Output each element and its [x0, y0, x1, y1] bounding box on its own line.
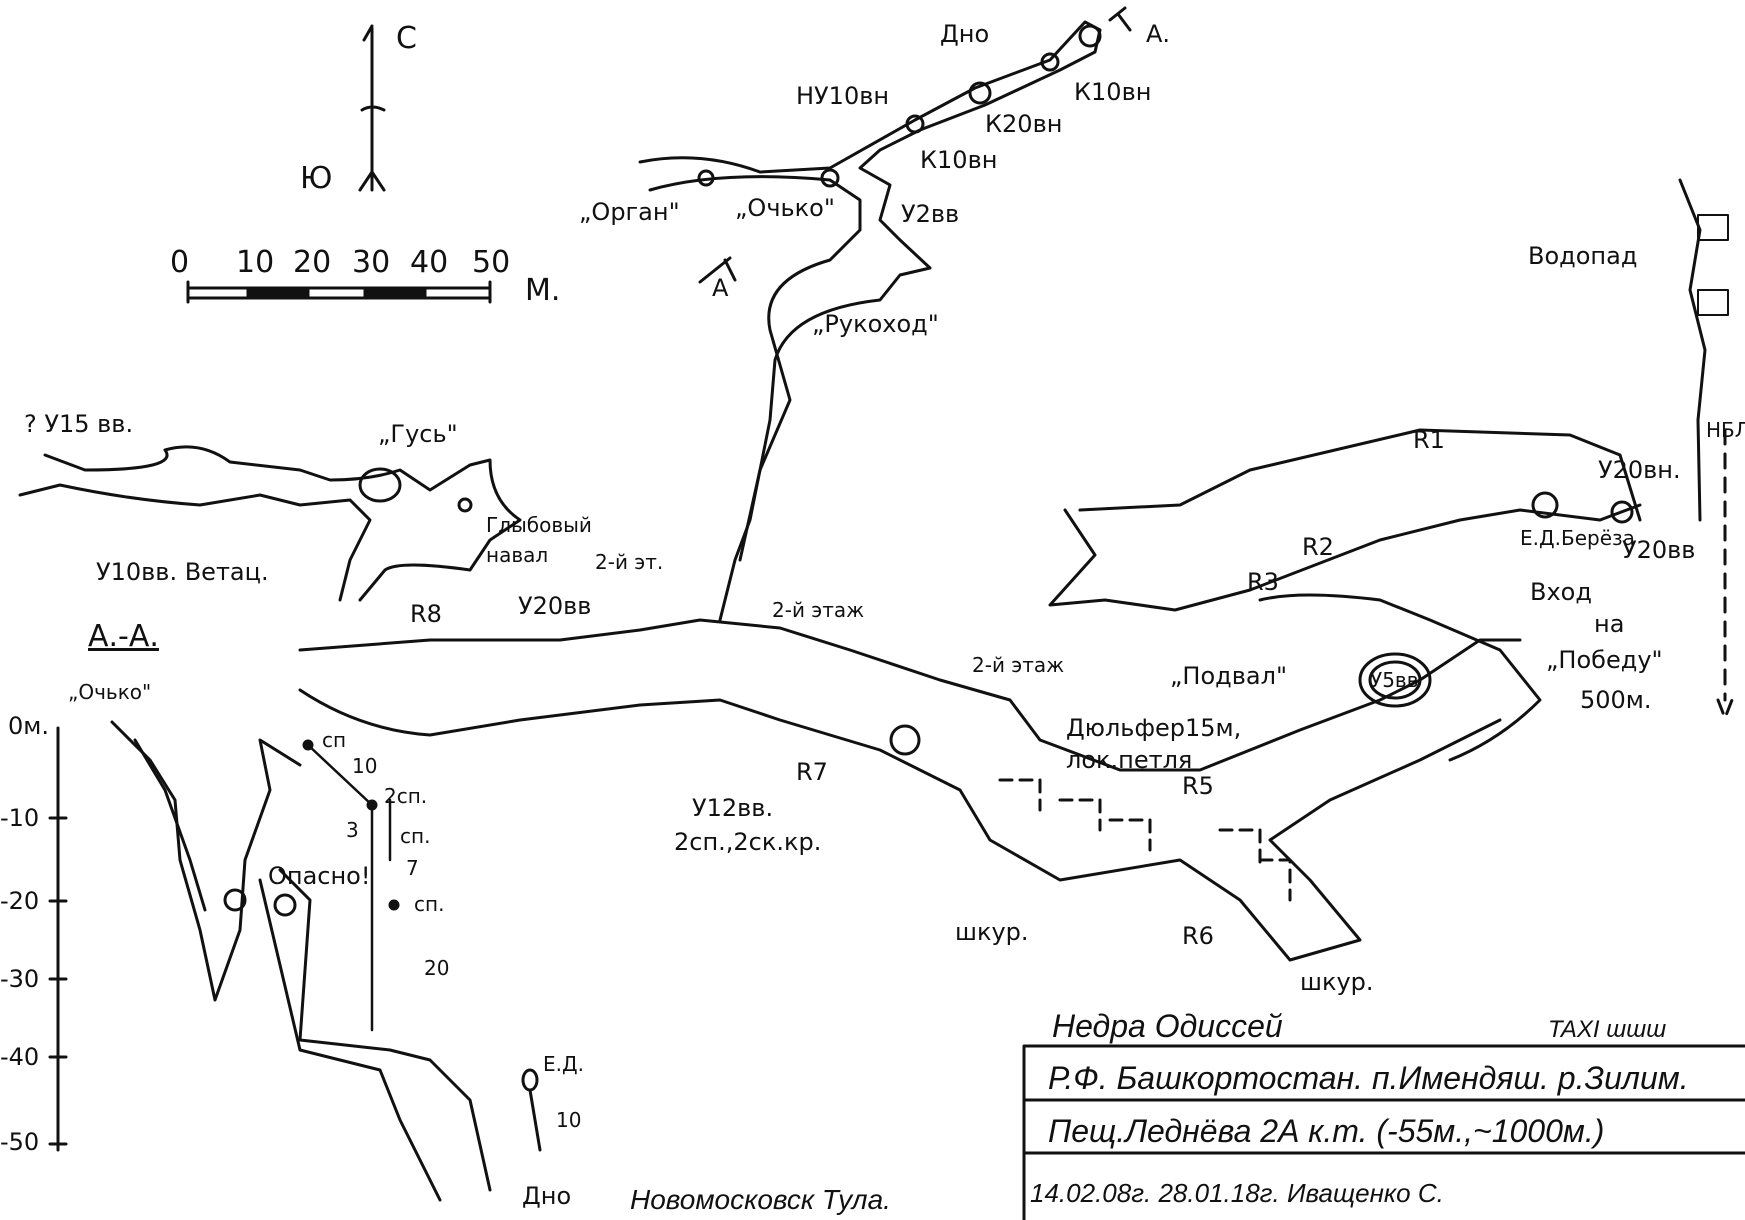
profile-title: А.-А.: [88, 619, 159, 654]
label-r6: R6: [1182, 922, 1214, 950]
compass-north-label: С: [396, 21, 417, 56]
right-section: [1048, 178, 1734, 762]
label-r5: R5: [1182, 772, 1214, 800]
label-u20vn: У20вн.: [1598, 456, 1681, 484]
scale-unit: М.: [525, 273, 561, 308]
label-nu10: НУ10вн: [796, 82, 890, 110]
label-u12-1: У12вв.: [692, 794, 774, 822]
profile-bottom: Дно: [522, 1182, 572, 1210]
scale-bar: [186, 280, 492, 304]
label-k10: К10вн: [920, 146, 998, 174]
scale-tick-0: 0: [170, 245, 190, 280]
label-r3: R3: [1247, 568, 1279, 596]
label-u20vv-right: У20вв: [1622, 536, 1696, 564]
rig-3: 2сп.: [384, 784, 428, 808]
profile-ed-len: 10: [556, 1108, 582, 1132]
label-section-a-left: А: [712, 274, 729, 302]
label-u5: У5вв: [1370, 668, 1419, 692]
label-u15: ? У15 вв.: [24, 410, 134, 438]
label-k20: К20вн: [985, 110, 1063, 138]
profile-section: [48, 720, 542, 1202]
label-u10: У10вв. Ветац.: [96, 558, 269, 586]
dates-author-line: 14.02.08г. 28.01.18г. Иващенко С.: [1030, 1178, 1444, 1208]
depth-40: -40: [0, 1043, 40, 1071]
label-dulfer-1: Дюльфер15м,: [1066, 714, 1242, 742]
location-line: Р.Ф. Башкортостан. п.Имендяш. р.Зилим.: [1048, 1060, 1689, 1096]
depth-30: -30: [0, 965, 40, 993]
label-squeeze-2: шкур.: [1300, 968, 1374, 996]
label-organ: „Орган": [579, 198, 680, 226]
rig-8: 20: [424, 956, 450, 980]
upper-passage: [638, 6, 1132, 622]
profile-danger: Опасно!: [268, 862, 371, 890]
scale-tick-50: 50: [472, 245, 511, 280]
city-label: Новомосковск Тула.: [630, 1184, 891, 1215]
rig-1: сп: [322, 728, 347, 752]
label-r2: R2: [1302, 533, 1334, 561]
label-to-1: на: [1594, 610, 1625, 638]
label-rukohod: „Рукоход": [812, 310, 939, 338]
label-ochko: „Очько": [735, 194, 835, 222]
label-dulfer-2: лок.петля: [1066, 746, 1193, 774]
profile-ed: Е.Д.: [543, 1052, 584, 1076]
club-name: Недра Одиссей: [1052, 1008, 1283, 1044]
cave-name-line: Пещ.Леднёва 2А к.т. (-55м.,~1000м.): [1048, 1113, 1605, 1149]
label-to-2: „Победу": [1546, 646, 1663, 674]
compass-south-label: Ю: [300, 161, 333, 196]
rig-5: сп.: [400, 824, 431, 848]
label-floor2-c: 2-й этаж: [972, 653, 1065, 677]
label-r7: R7: [796, 758, 828, 786]
label-podval: „Подвал": [1170, 662, 1287, 690]
label-bottom: Дно: [940, 20, 990, 48]
scale-tick-30: 30: [352, 245, 391, 280]
depth-50: -50: [0, 1128, 40, 1156]
label-gus: „Гусь": [378, 420, 458, 448]
scale-tick-10: 10: [236, 245, 275, 280]
label-nbl: НБЛ: [1706, 418, 1745, 442]
compass-arrow-icon: [358, 24, 386, 192]
rig-2: 10: [352, 754, 378, 778]
main-passage: [298, 618, 1522, 962]
scale-tick-40: 40: [410, 245, 449, 280]
rig-4: 3: [346, 818, 359, 842]
label-floor2-a: 2-й эт.: [595, 550, 664, 574]
label-waterfall: Водопад: [1528, 242, 1638, 270]
label-u12-2: 2сп.,2ск.кр.: [674, 828, 822, 856]
label-u2: У2вв: [901, 200, 960, 228]
profile-ochko: „Очько": [68, 680, 152, 704]
label-squeeze-1: шкур.: [955, 918, 1029, 946]
scale-tick-20: 20: [293, 245, 332, 280]
left-branch: [18, 445, 522, 602]
rig-7: сп.: [414, 892, 445, 916]
label-u20vv-left: У20вв: [518, 592, 592, 620]
depth-20: -20: [0, 887, 40, 915]
rig-6: 7: [406, 856, 419, 880]
depth-0: 0м.: [8, 712, 50, 740]
title-block-frame: [1022, 1044, 1745, 1220]
label-section-a: А.: [1146, 20, 1171, 48]
label-r8: R8: [410, 600, 442, 628]
label-blocks-1: Глыбовый: [486, 513, 592, 537]
label-blocks-2: навал: [486, 543, 549, 567]
depth-10: -10: [0, 804, 40, 832]
label-floor2-b: 2-й этаж: [772, 598, 865, 622]
label-r1: R1: [1413, 426, 1445, 454]
label-birch: Е.Д.Берёза: [1520, 526, 1635, 550]
label-entrance: Вход: [1530, 578, 1592, 606]
label-to-3: 500м.: [1580, 686, 1652, 714]
taxi-label: TAXI ɯɯɯ: [1548, 1016, 1667, 1043]
label-k10-top: К10вн: [1074, 78, 1152, 106]
